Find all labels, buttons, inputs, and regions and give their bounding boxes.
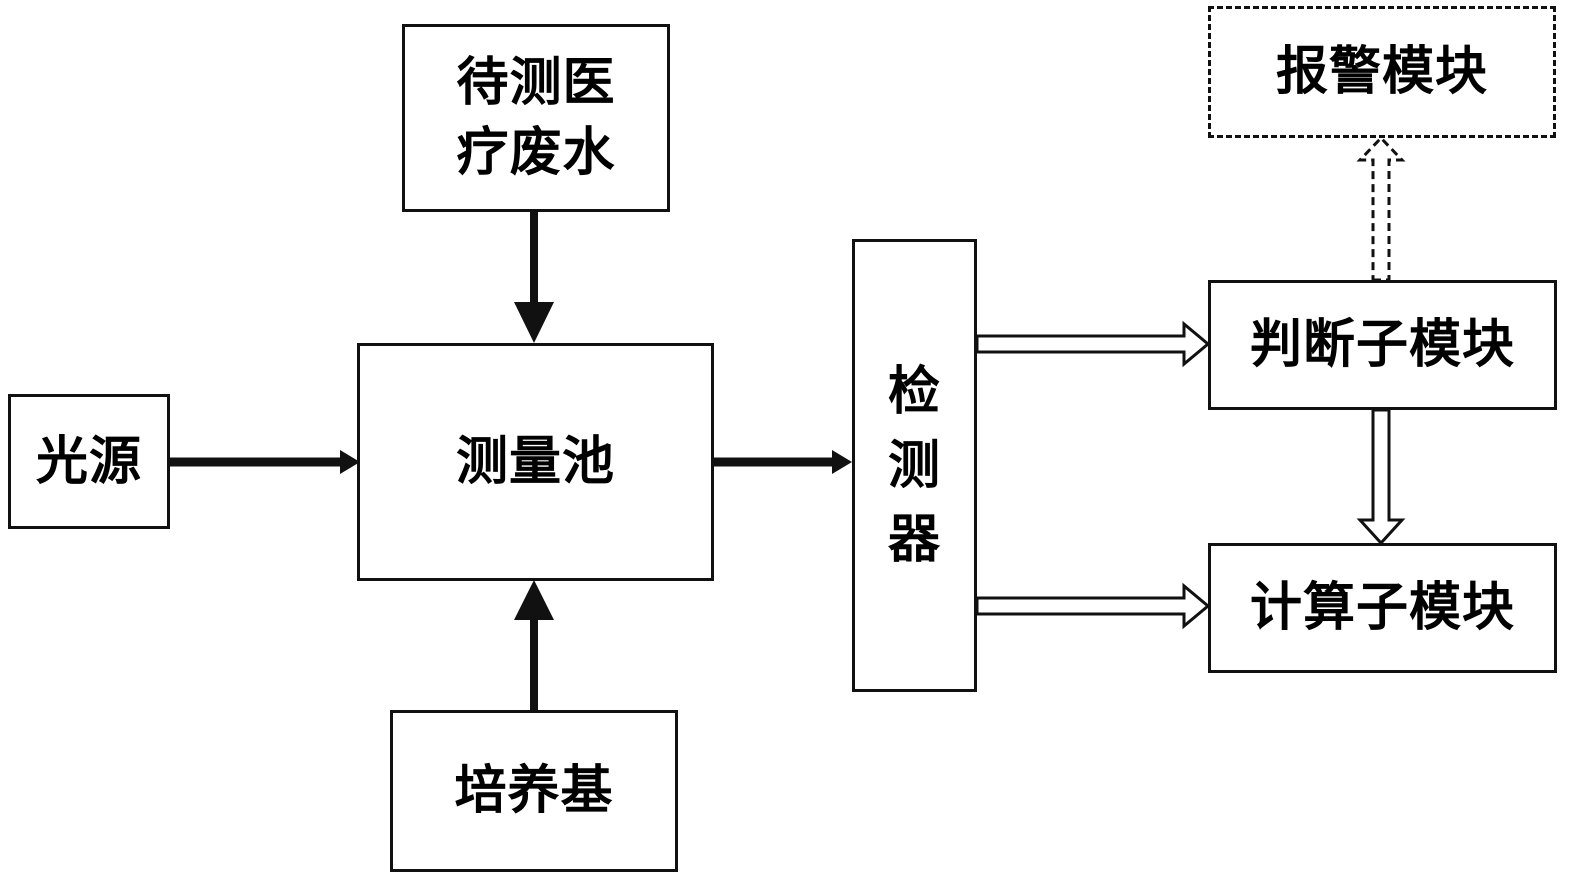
edge-detector-to-calc	[975, 582, 1211, 630]
node-culture-medium-label: 培养基	[454, 761, 614, 821]
node-light-source-label: 光源	[35, 431, 142, 492]
node-calculating-submodule-label: 计算子模块	[1249, 578, 1515, 638]
edge-cell-to-detector	[714, 450, 852, 474]
node-detector: 检测器	[852, 239, 977, 692]
node-wastewater: 待测医疗废水	[402, 24, 670, 212]
node-alarm-module-label: 报警模块	[1275, 42, 1488, 102]
node-detector-label: 检测器	[887, 361, 941, 570]
edge-judge-to-calc	[1356, 408, 1406, 546]
node-light-source: 光源	[8, 394, 170, 529]
node-wastewater-label: 待测医疗废水	[456, 53, 616, 183]
edge-light-to-cell	[170, 450, 360, 474]
node-alarm-module: 报警模块	[1208, 6, 1556, 138]
edge-judge-to-alarm	[1356, 135, 1406, 282]
edge-medium-to-cell	[514, 580, 554, 710]
node-judging-submodule-label: 判断子模块	[1249, 315, 1515, 375]
node-culture-medium: 培养基	[390, 710, 678, 872]
node-calculating-submodule: 计算子模块	[1208, 543, 1557, 673]
node-judging-submodule: 判断子模块	[1208, 280, 1557, 410]
edge-wastewater-to-cell	[514, 212, 554, 343]
edge-detector-to-judge	[975, 320, 1211, 368]
node-measuring-cell: 测量池	[357, 343, 714, 581]
node-measuring-cell-label: 测量池	[455, 432, 615, 492]
